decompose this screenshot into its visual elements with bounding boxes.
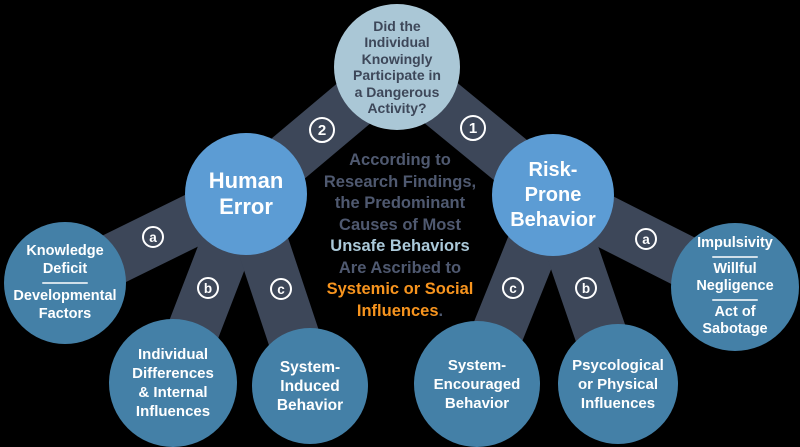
- badge-b-right-label: b: [581, 280, 591, 296]
- badge-1-label: 1: [468, 119, 478, 137]
- badge-b-left-label: b: [203, 280, 213, 296]
- badge-b-left: b: [197, 277, 219, 299]
- badge-a-right-label: a: [642, 231, 650, 247]
- statement-line: According to: [349, 151, 451, 169]
- badge-2-label: 2: [317, 121, 327, 139]
- statement-line-highlight-blue: Unsafe Behaviors: [330, 237, 470, 255]
- badge-b-right: b: [575, 277, 597, 299]
- statement-line-highlight-orange: Influences.: [357, 301, 443, 323]
- knowledge-deficit-circle: [4, 222, 126, 344]
- badge-a-right: a: [635, 228, 657, 250]
- system-induced-circle: [252, 328, 368, 444]
- badge-c-left: c: [270, 278, 292, 300]
- risk-prone-circle: [492, 134, 614, 256]
- statement-word: Influences: [356, 301, 439, 320]
- badge-2: 2: [309, 117, 335, 143]
- statement-period: .: [438, 301, 444, 320]
- psychological-circle: [558, 324, 678, 444]
- statement-line: the Predominant: [334, 194, 466, 212]
- individual-differences-circle: [109, 319, 237, 447]
- system-encouraged-circle: [414, 321, 540, 447]
- question-circle: [334, 4, 460, 130]
- badge-c-left-label: c: [277, 281, 285, 297]
- badge-c-right-label: c: [509, 280, 517, 296]
- impulsivity-circle: [671, 223, 799, 351]
- badge-a-left: a: [142, 226, 164, 248]
- human-error-circle: [185, 133, 307, 255]
- statement-line: Causes of Most: [339, 215, 461, 234]
- statement-line: Are Ascribed to: [338, 258, 462, 277]
- center-statement: According to Research Findings, the Pred…: [302, 147, 498, 325]
- badge-a-left-label: a: [149, 229, 157, 245]
- badge-c-right: c: [502, 277, 524, 299]
- statement-line-highlight-orange: Systemic or Social: [326, 280, 474, 298]
- badge-1: 1: [460, 115, 486, 141]
- statement-line: Research Findings,: [323, 172, 477, 191]
